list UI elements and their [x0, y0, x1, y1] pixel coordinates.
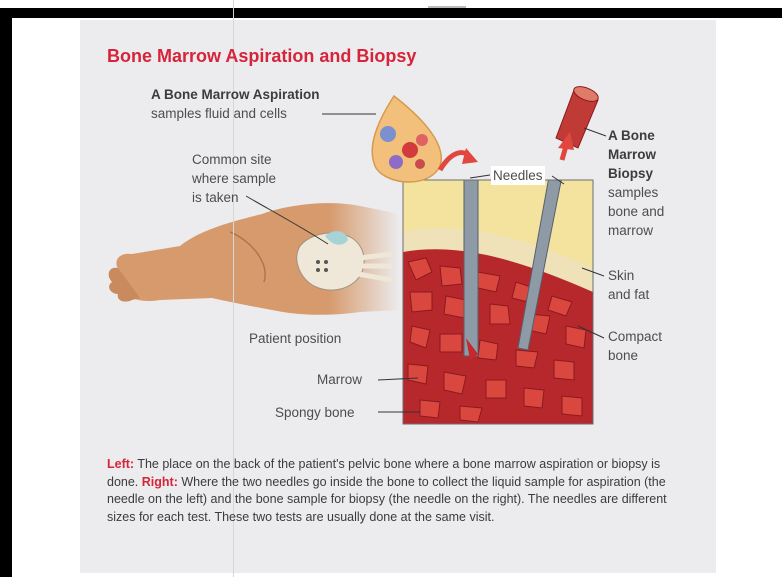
figure-caption: Left: The place on the back of the patie…: [107, 456, 677, 526]
patient-position-label: Patient position: [249, 329, 341, 348]
caption-right-text: Where the two needles go inside the bone…: [107, 475, 667, 524]
biopsy-label-6: marrow: [608, 223, 653, 238]
aspiration-label-bold: A Bone Marrow Aspiration: [151, 87, 320, 102]
site-label-line2: where sample: [192, 171, 276, 186]
marrow-label: Marrow: [317, 370, 362, 389]
biopsy-label-2: Marrow: [608, 147, 656, 162]
skin-label-1: Skin: [608, 268, 634, 283]
aspiration-label: A Bone Marrow Aspiration samples fluid a…: [151, 85, 320, 123]
skin-label: Skin and fat: [608, 266, 649, 304]
aspiration-droplet-icon: [372, 96, 441, 182]
site-label: Common site where sample is taken: [192, 150, 276, 207]
biopsy-label-1: A Bone: [608, 128, 655, 143]
cross-section: [403, 160, 593, 424]
caption-right-label: Right:: [142, 475, 178, 489]
biopsy-label-4: samples: [608, 185, 658, 200]
aspiration-label-rest: samples fluid and cells: [151, 106, 287, 121]
biopsy-core-icon: [556, 84, 600, 148]
site-label-line1: Common site: [192, 152, 272, 167]
compact-bone-label: Compact bone: [608, 327, 662, 365]
spongy-bone-label: Spongy bone: [275, 403, 355, 422]
site-label-line3: is taken: [192, 190, 239, 205]
biopsy-label-3: Biopsy: [608, 166, 653, 181]
caption-left-label: Left:: [107, 457, 134, 471]
compact-label-2: bone: [608, 348, 638, 363]
compact-label-1: Compact: [608, 329, 662, 344]
skin-label-2: and fat: [608, 287, 649, 302]
biopsy-label-5: bone and: [608, 204, 664, 219]
figure-title: Bone Marrow Aspiration and Biopsy: [107, 46, 416, 67]
biopsy-label: A Bone Marrow Biopsy samples bone and ma…: [608, 126, 664, 240]
needles-label: Needles: [491, 166, 545, 185]
